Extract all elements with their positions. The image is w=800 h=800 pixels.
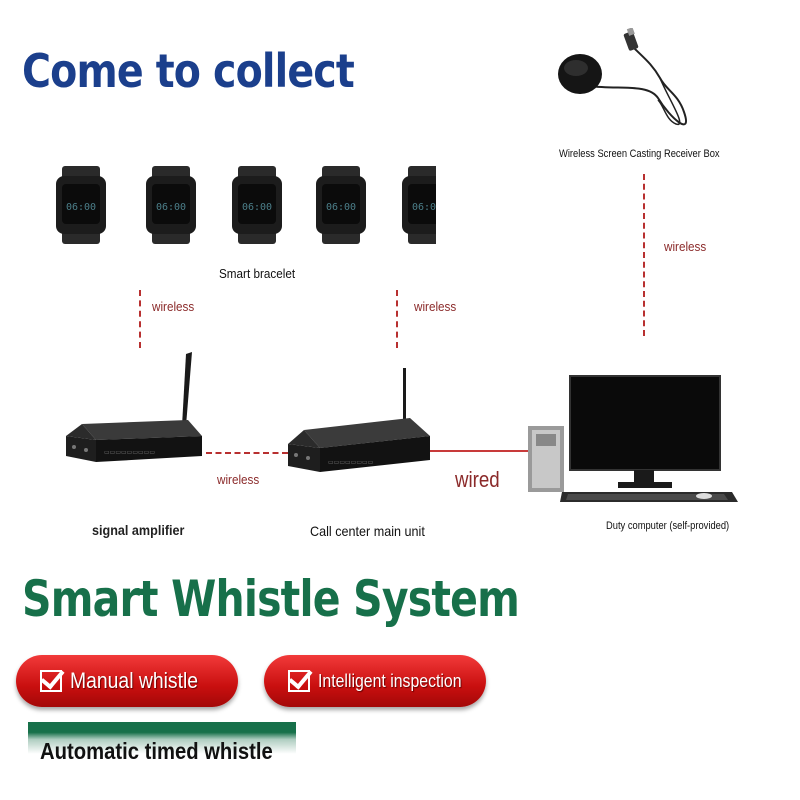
system-title: Smart Whistle System: [22, 570, 519, 628]
main-unit-label: Call center main unit: [310, 523, 425, 539]
feature-automatic-timed-whistle: Automatic timed whistle: [40, 738, 273, 765]
main-unit-icon: ▭▭▭▭▭▭▭▭: [284, 366, 434, 486]
wireless-link-receiver: [643, 174, 645, 336]
smart-bracelet-icons: 06:00 06:00 06:00 06:00: [56, 166, 436, 246]
wireless-link-amp-main: [206, 452, 288, 454]
feature-manual-whistle: Manual whistle: [16, 655, 238, 707]
feature-label: Intelligent inspection: [318, 671, 462, 692]
feature-label: Manual whistle: [70, 668, 198, 694]
wireless-label-amp-main: wireless: [217, 472, 259, 487]
page-title: Come to collect: [22, 44, 354, 98]
wireless-label-amplifier: wireless: [152, 299, 194, 314]
signal-amplifier-icon: ▭▭▭▭▭▭▭▭▭: [60, 350, 210, 465]
svg-text:06:00: 06:00: [156, 202, 186, 213]
wireless-link-main-unit: [396, 290, 398, 348]
receiver-box-icon: [548, 28, 698, 140]
svg-text:06:00: 06:00: [242, 202, 272, 213]
checkmark-icon: [40, 670, 62, 692]
wireless-label-main-unit: wireless: [414, 299, 456, 314]
wired-label: wired: [455, 467, 500, 493]
svg-text:▭▭▭▭▭▭▭▭▭: ▭▭▭▭▭▭▭▭▭: [104, 449, 155, 456]
duty-computer-icon: [524, 372, 744, 508]
svg-text:06:00: 06:00: [412, 202, 436, 213]
checkmark-icon: [288, 670, 310, 692]
bracelet-label: Smart bracelet: [219, 266, 295, 281]
svg-text:06:00: 06:00: [326, 202, 356, 213]
amplifier-label: signal amplifier: [92, 522, 184, 538]
bracelet-group: 06:00 06:00 06:00 06:00: [56, 166, 436, 251]
wireless-link-amplifier: [139, 290, 141, 348]
feature-intelligent-inspection: Intelligent inspection: [264, 655, 486, 707]
computer-label: Duty computer (self-provided): [606, 520, 729, 532]
bracelet-time: 06:00: [66, 202, 96, 213]
wireless-label-receiver: wireless: [664, 239, 706, 254]
svg-text:▭▭▭▭▭▭▭▭: ▭▭▭▭▭▭▭▭: [328, 459, 373, 466]
wired-link: [430, 450, 532, 452]
receiver-box-label: Wireless Screen Casting Receiver Box: [559, 148, 720, 160]
